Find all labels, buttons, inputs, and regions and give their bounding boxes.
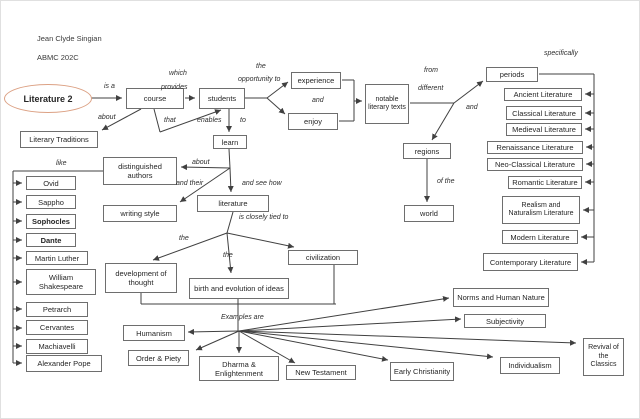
node-notable-literary-texts: notable literary texts [365,84,409,124]
edge-label-about-course: about [98,114,116,121]
node-author-machiavelli: Machiavelli [26,339,88,354]
edge-label-and-right: and [466,104,478,111]
edge-label-is-closely-tied-to: is closely tied to [239,214,289,221]
node-period-romantic: Romantic Literature [508,176,582,189]
node-humanism: Humanism [123,325,185,341]
author-name: Jean Clyde Singian [37,34,102,43]
node-distinguished-authors: distinguished authors [103,157,177,185]
edge-label-and-see-how: and see how [242,180,282,187]
node-author-sappho: Sappho [26,195,76,209]
node-world: world [404,205,454,222]
edge-label-which: which [169,70,187,77]
edge-label-opportunity-to: opportunity to [238,76,281,83]
node-author-cervantes: Cervantes [26,320,88,335]
course-code: ABMC 202C [37,53,79,62]
node-birth-and-evolution: birth and evolution of ideas [189,278,289,299]
edge-label-the-development: the [179,235,189,242]
main-topic-label: Literature 2 [23,93,73,104]
node-author-alexander-pope: Alexander Pope [26,355,102,372]
node-author-dante: Dante [26,233,76,247]
node-author-martin-luther: Martin Luther [26,251,88,265]
edge-label-about-authors: about [192,159,210,166]
main-topic-node: Literature 2 [4,84,92,113]
edge-label-of-the: of the [437,178,455,185]
edge-label-to: to [240,117,246,124]
edge-label-provides: provides [161,84,188,91]
edge-label-that: that [164,117,176,124]
edge-label-enables: enables [197,117,222,124]
node-new-testament: New Testament [286,365,356,380]
node-periods: periods [486,67,538,82]
node-learn: learn [213,135,247,149]
node-author-shakespeare: William Shakespeare [26,269,96,295]
node-individualism: Individualism [500,357,560,374]
edge-label-different: different [418,85,444,92]
node-literary-traditions: Literary Traditions [20,131,98,148]
node-subjectivity: Subjectivity [464,314,546,328]
node-period-realism-naturalism: Realism and Naturalism Literature [502,196,580,224]
edge-label-and-their: and their [176,180,204,187]
node-period-modern: Modern Literature [502,230,578,244]
node-early-christianity: Early Christianity [390,362,454,381]
node-enjoy: enjoy [288,113,338,130]
node-dharma-enlightenment: Dharma & Enlightenment [199,356,279,381]
node-course: course [126,88,184,109]
edge-label-and-top: and [312,97,324,104]
node-author-petrarch: Petrarch [26,302,88,317]
node-students: students [199,88,245,109]
edge-label-examples-are: Examples are [221,314,264,321]
edge-label-specifically: specifically [544,50,578,57]
node-literature: literature [197,195,269,212]
node-revival-of-classics: Revival of the Classics [583,338,624,376]
node-author-sophocles: Sophocles [26,214,76,229]
node-development-of-thought: development of thought [105,263,177,293]
node-period-renaissance: Renaissance Literature [487,141,583,154]
node-norms-human-nature: Norms and Human Nature [453,288,549,307]
node-writing-style: writing style [103,205,177,222]
edge-label-the-opportunity: the [256,63,266,70]
node-period-medieval: Medieval Literature [506,123,582,136]
edge-label-from: from [424,67,438,74]
edge-label-like: like [56,160,67,167]
node-period-neo-classical: Neo-Classical Literature [487,158,583,171]
node-period-classical: Classical Literature [506,106,582,120]
node-regions: regions [403,143,451,159]
node-experience: experience [291,72,341,89]
edge-label-is-a: is a [104,83,115,90]
node-order-piety: Order & Piety [128,350,189,366]
node-author-ovid: Ovid [26,176,76,190]
edge-label-the-birth: the [223,252,233,259]
node-civilization: civilization [288,250,358,265]
node-period-contemporary: Contemporary Literature [483,253,578,271]
node-period-ancient: Ancient Literature [504,88,582,101]
